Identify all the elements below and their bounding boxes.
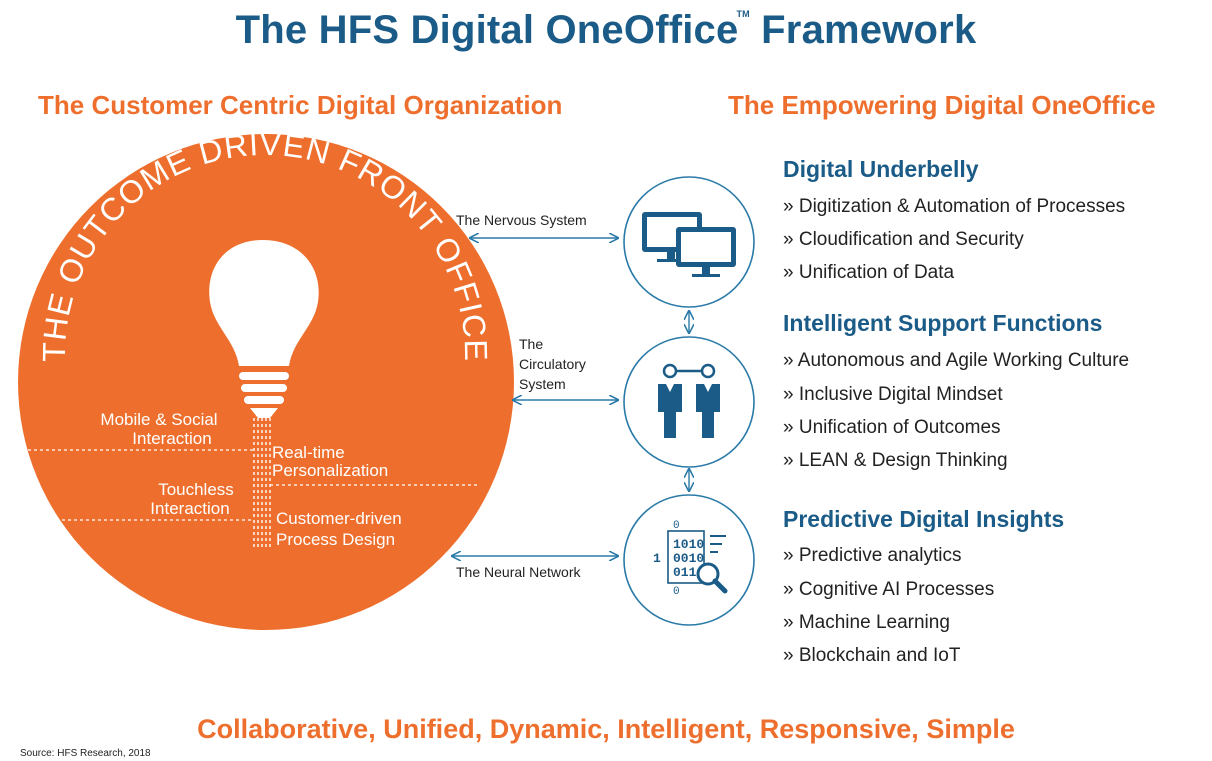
zone-realtime-line1: Real-time (272, 443, 345, 462)
section-item: » LEAN & Design Thinking (783, 450, 1008, 471)
people-icon (658, 363, 720, 438)
section-item: » Blockchain and IoT (783, 645, 961, 666)
zone-mobile-line1: Mobile & Social (100, 410, 217, 429)
circulatory-label-line3: System (519, 376, 566, 392)
binary-bottom-zero: 0 (673, 586, 680, 598)
zone-dividers (22, 449, 478, 521)
section-item: » Cloudification and Security (783, 229, 1024, 250)
neural-network-label: The Neural Network (456, 564, 581, 580)
right-heading: The Empowering Digital OneOffice (728, 90, 1156, 120)
source-note: Source: HFS Research, 2018 (20, 748, 151, 759)
left-heading: The Customer Centric Digital Organizatio… (38, 90, 563, 120)
zone-touchless-line2: Interaction (150, 499, 229, 518)
trademark-symbol: TM (736, 9, 750, 19)
front-office-circle (18, 134, 514, 630)
section-title-digital-underbelly: Digital Underbelly (783, 156, 979, 182)
zone-realtime-line2: Personalization (272, 461, 388, 480)
monitors-icon (642, 212, 736, 277)
section-item: » Predictive analytics (783, 545, 962, 566)
zone-customer-line2: Process Design (276, 530, 395, 549)
section-item: » Digitization & Automation of Processes (783, 196, 1126, 217)
section-title-predictive-insights: Predictive Digital Insights (783, 506, 1065, 532)
section-item: » Inclusive Digital Mindset (783, 384, 1003, 405)
section-item: » Unification of Outcomes (783, 417, 1001, 438)
title-main: The HFS Digital OneOffice (235, 8, 739, 52)
circulatory-system-circle (623, 336, 755, 468)
zone-touchless-line1: Touchless (158, 480, 234, 499)
section-item: » Cognitive AI Processes (783, 579, 995, 600)
binary-top-zero: 0 (673, 520, 680, 532)
binary-row-2: 0010 (673, 551, 704, 566)
page-title: The HFS Digital OneOfficeTM Framework (0, 8, 1212, 53)
nervous-system-label: The Nervous System (456, 212, 587, 228)
tagline: Collaborative, Unified, Dynamic, Intelli… (197, 714, 1015, 744)
binary-side-one: 1 (653, 551, 661, 566)
section-title-intelligent-support: Intelligent Support Functions (783, 310, 1103, 336)
binary-row-3: 011 (673, 565, 697, 580)
section-item: » Machine Learning (783, 612, 950, 633)
circulatory-label-line2: Circulatory (519, 356, 586, 372)
circulatory-label-line1: The (519, 336, 544, 352)
section-item: » Autonomous and Agile Working Culture (783, 350, 1130, 371)
bulb-filament-lines (253, 418, 271, 548)
binary-search-icon: 1010 0010 011 1 0 0 (653, 520, 728, 598)
binary-row-1: 1010 (673, 537, 704, 552)
section-item: » Unification of Data (783, 262, 955, 283)
lightbulb-icon (209, 240, 319, 418)
zone-customer-line1: Customer-driven (276, 509, 402, 528)
neural-network-circle (623, 494, 755, 626)
zone-mobile-line2: Interaction (132, 429, 211, 448)
title-suffix: Framework (749, 8, 977, 52)
